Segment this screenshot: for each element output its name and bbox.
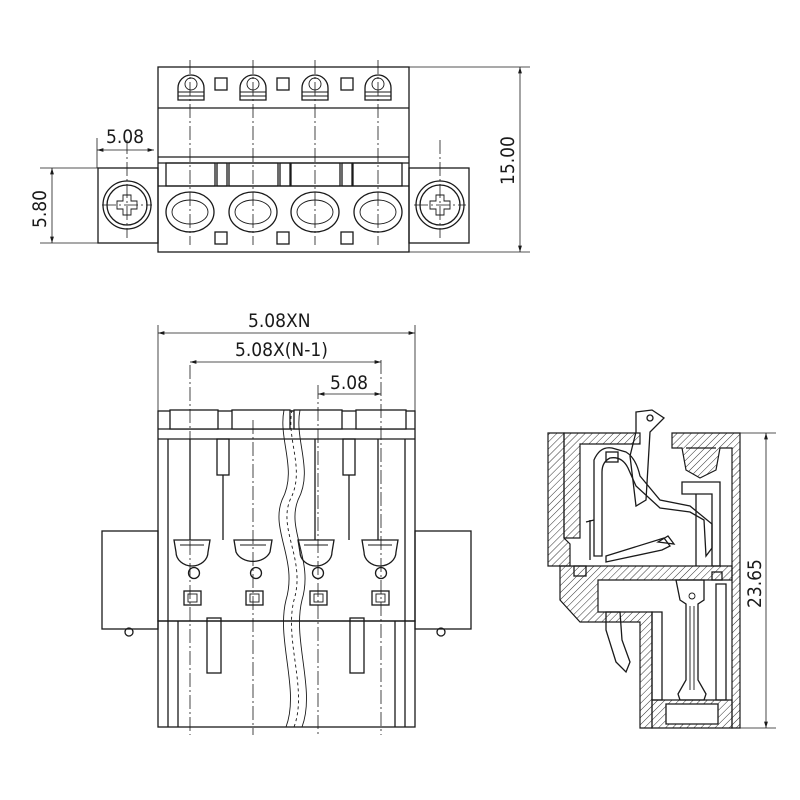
front-small-slots [183, 590, 390, 606]
terminal-screws [177, 74, 392, 101]
latch-lever [629, 409, 666, 508]
front-upper-body [157, 410, 416, 622]
dim-top-pitch-label: 5.08 [106, 126, 144, 148]
dim-flange-height-label: 5.80 [29, 190, 51, 228]
clamp-cups [173, 539, 399, 567]
dim-front-pitch-label: 5.08 [330, 372, 368, 394]
clip-hook [605, 611, 631, 674]
front-lower-body [157, 620, 416, 728]
wire-entry-holes [165, 191, 403, 233]
latch-slots [165, 162, 403, 187]
top-squares [214, 77, 354, 91]
front-right-flange [414, 530, 472, 630]
dim-flange-height: 5.80 [29, 167, 98, 244]
top-view-body [157, 66, 410, 253]
front-centerlines [189, 360, 382, 735]
flange-screws [102, 180, 465, 230]
dim-side-height-label: 23.65 [744, 559, 766, 608]
top-view-centerlines [102, 60, 466, 245]
dim-overall-height-label: 15.00 [497, 136, 519, 185]
dim-side-height: 23.65 [740, 432, 776, 729]
side-section-view: 23.65 [547, 409, 776, 729]
front-left-flange [101, 530, 159, 630]
dim-front-pitch: 5.08 [318, 372, 381, 396]
bottom-squares [214, 231, 354, 245]
front-pins [189, 438, 379, 540]
contact-pin [675, 579, 707, 701]
section-top-wall [563, 432, 641, 539]
contact-wedge [605, 537, 671, 563]
top-view: 5.08 5.80 15.00 [29, 60, 530, 253]
section-right-wall [671, 432, 741, 729]
dim-overall-width-label: 5.08XN [248, 310, 311, 332]
left-flange [97, 167, 159, 244]
dim-pin-span: 5.08X(N-1) [190, 339, 381, 364]
dim-pin-span-label: 5.08X(N-1) [235, 339, 328, 361]
dim-overall-height: 15.00 [409, 66, 530, 253]
right-flange [408, 167, 470, 244]
front-latch-tabs [169, 409, 407, 430]
spring-clamp [593, 447, 713, 558]
front-small-holes [187, 566, 388, 580]
dim-overall-width: 5.08XN [157, 310, 416, 411]
dim-top-pitch: 5.08 [96, 126, 154, 168]
break-lines [278, 409, 307, 728]
front-view: 5.08XN 5.08X(N-1) 5.08 [101, 310, 472, 735]
